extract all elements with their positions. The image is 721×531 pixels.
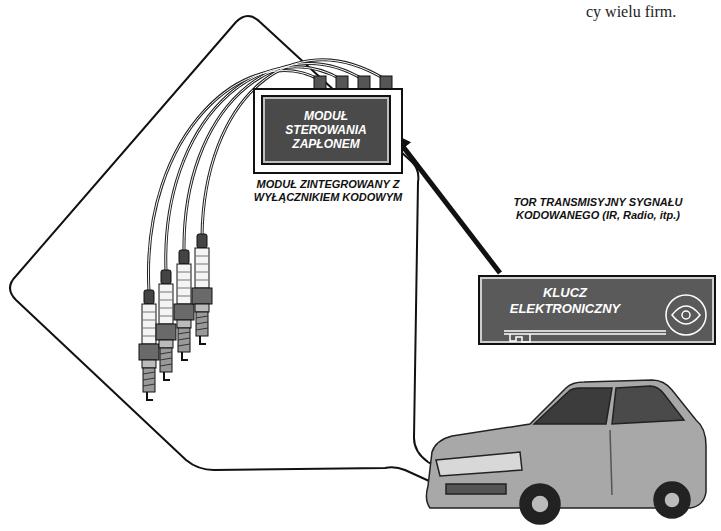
integrated-module: MODUŁ ZINTEGROWANY Z WYŁĄCZNIKIEM KODOWY… — [253, 88, 403, 204]
car — [426, 380, 706, 524]
signal-arrow — [393, 134, 500, 274]
electronic-key-box: KLUCZ ELEKTRONICZNY — [478, 275, 716, 345]
edge-label: TOR TRANSMISYJNY SYGNAŁU KODOWANEGO (IR,… — [500, 196, 696, 222]
module-label: MODUŁ STEROWANIA ZAPŁONEM — [267, 109, 385, 151]
ignition-module-box: MODUŁ STEROWANIA ZAPŁONEM — [261, 95, 391, 165]
key-label: KLUCZ ELEKTRONICZNY — [490, 285, 640, 317]
spark-plug — [139, 290, 159, 400]
module-heading: MODUŁ ZINTEGROWANY Z WYŁĄCZNIKIEM KODOWY… — [253, 178, 403, 204]
page-text: cy wielu firm. — [586, 3, 676, 21]
spark-plug — [174, 250, 194, 360]
spark-plug — [192, 234, 212, 344]
callout-outline — [10, 16, 470, 488]
spark-plug — [156, 270, 176, 380]
